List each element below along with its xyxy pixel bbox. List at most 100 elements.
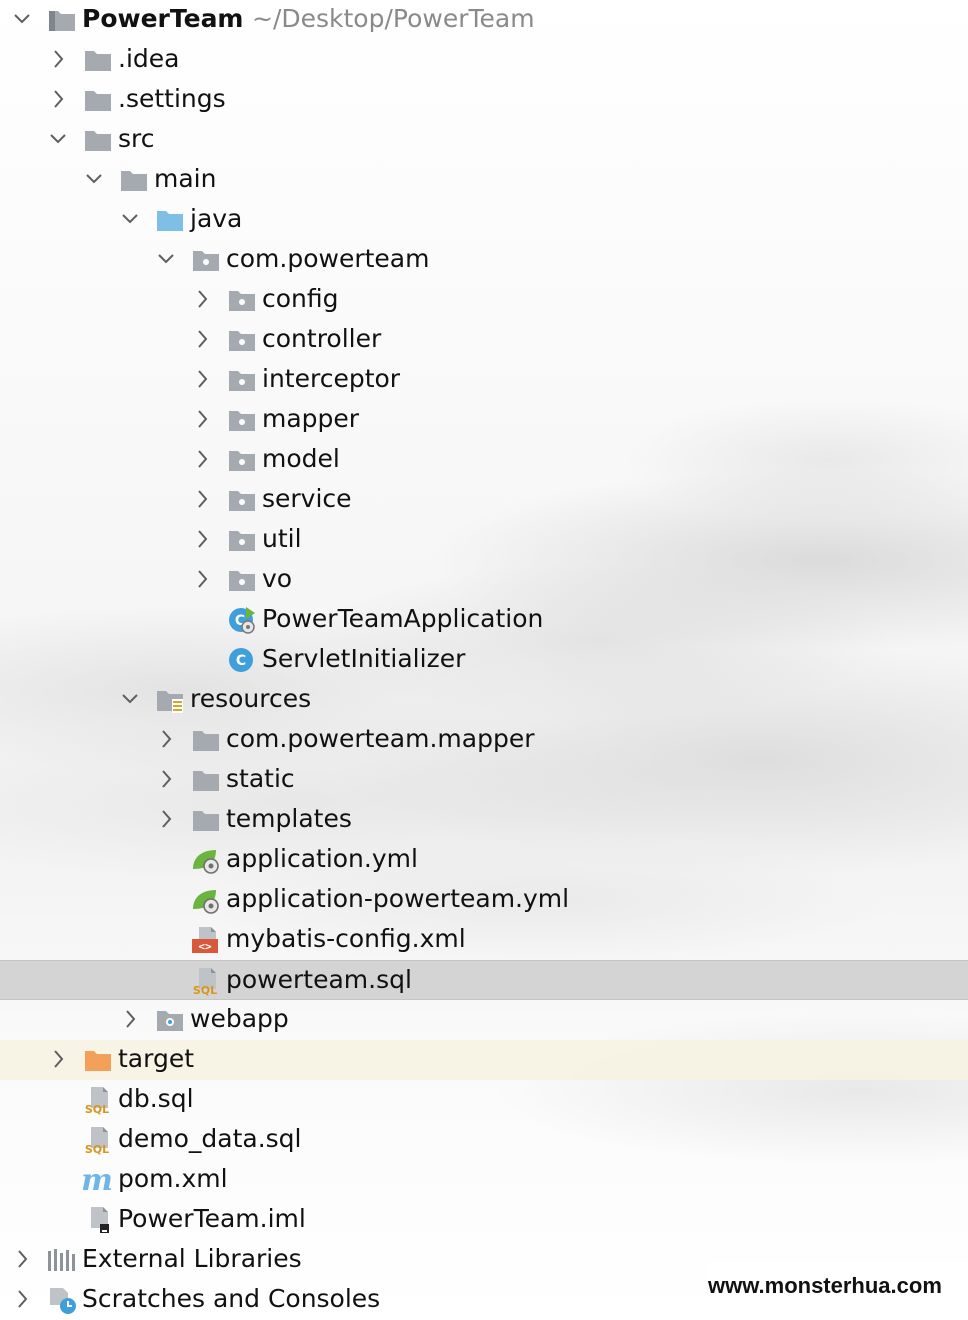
tree-row-idea[interactable]: .idea <box>0 40 968 80</box>
tree-row-scratches-and-consoles[interactable]: Scratches and Consoles <box>0 1280 968 1320</box>
tree-row-controller[interactable]: controller <box>0 320 968 360</box>
tree-row-label: application.yml <box>226 844 418 873</box>
tree-row-config[interactable]: config <box>0 280 968 320</box>
chevron-right-icon[interactable] <box>192 448 212 470</box>
svg-text:C: C <box>236 653 246 669</box>
chevron-down-icon[interactable] <box>156 248 176 270</box>
chevron-right-icon[interactable] <box>192 528 212 550</box>
java-class-icon: C <box>226 645 258 675</box>
watermark: www.monsterhua.com <box>708 1262 968 1310</box>
scratches-icon <box>46 1285 78 1315</box>
chevron-right-icon[interactable] <box>120 1008 140 1030</box>
chevron-right-icon[interactable] <box>192 368 212 390</box>
tree-row-label: pom.xml <box>118 1164 228 1193</box>
watermark-text: www.monsterhua.com <box>708 1273 942 1298</box>
tree-row-label: service <box>262 484 352 513</box>
svg-text:C: C <box>235 613 245 629</box>
tree-row-label: mybatis-config.xml <box>226 924 466 953</box>
tree-row-label: powerteam.sql <box>226 965 412 994</box>
tree-row-application-yml[interactable]: application.yml <box>0 840 968 880</box>
tree-row-main[interactable]: main <box>0 160 968 200</box>
tree-row-target[interactable]: target <box>0 1040 968 1080</box>
sql-file-icon: SQL <box>190 966 222 996</box>
tree-row-label: .idea <box>118 44 180 73</box>
chevron-right-icon[interactable] <box>48 88 68 110</box>
tree-row-label: target <box>118 1044 195 1073</box>
package-icon <box>226 485 258 515</box>
chevron-right-icon[interactable] <box>156 808 176 830</box>
tree-row-vo[interactable]: vo <box>0 560 968 600</box>
chevron-right-icon[interactable] <box>48 1048 68 1070</box>
chevron-right-icon[interactable] <box>192 288 212 310</box>
tree-root-row[interactable]: PowerTeam~/Desktop/PowerTeam <box>0 0 968 40</box>
sql-file-icon: SQL <box>82 1085 114 1115</box>
tree-row-label: Scratches and Consoles <box>82 1284 381 1313</box>
tree-row-label: demo_data.sql <box>118 1124 302 1153</box>
libraries-icon <box>46 1245 78 1275</box>
tree-row-com-powerteam[interactable]: com.powerteam <box>0 240 968 280</box>
tree-row-util[interactable]: util <box>0 520 968 560</box>
chevron-down-icon[interactable] <box>12 8 32 30</box>
spring-boot-class-icon: C <box>226 605 258 635</box>
tree-row-service[interactable]: service <box>0 480 968 520</box>
tree-row-com-powerteam-mapper[interactable]: com.powerteam.mapper <box>0 720 968 760</box>
chevron-right-icon[interactable] <box>192 408 212 430</box>
chevron-right-icon[interactable] <box>156 728 176 750</box>
package-icon <box>226 445 258 475</box>
web-folder-icon <box>154 1005 186 1035</box>
tree-row-powerteam-iml[interactable]: PowerTeam.iml <box>0 1200 968 1240</box>
tree-row-java[interactable]: java <box>0 200 968 240</box>
source-root-folder-icon <box>154 205 186 235</box>
tree-row-label: java <box>190 204 243 233</box>
tree-row-label: src <box>118 124 155 153</box>
tree-row-static[interactable]: static <box>0 760 968 800</box>
chevron-right-icon[interactable] <box>12 1288 32 1310</box>
tree-row-label: interceptor <box>262 364 401 393</box>
chevron-right-icon[interactable] <box>12 1248 32 1270</box>
tree-row-webapp[interactable]: webapp <box>0 1000 968 1040</box>
folder-icon <box>118 165 150 195</box>
package-icon <box>226 565 258 595</box>
tree-row-application-powerteam-yml[interactable]: application-powerteam.yml <box>0 880 968 920</box>
sql-file-icon: SQL <box>82 1125 114 1155</box>
tree-row-model[interactable]: model <box>0 440 968 480</box>
chevron-down-icon[interactable] <box>48 128 68 150</box>
iml-file-icon <box>82 1205 114 1235</box>
tree-row-label: ServletInitializer <box>262 644 466 673</box>
chevron-down-icon[interactable] <box>120 688 140 710</box>
tree-row-db-sql[interactable]: SQL db.sql <box>0 1080 968 1120</box>
chevron-right-icon[interactable] <box>48 48 68 70</box>
package-icon <box>226 525 258 555</box>
svg-text:SQL: SQL <box>85 1103 109 1115</box>
tree-row-label: db.sql <box>118 1084 194 1113</box>
chevron-down-icon[interactable] <box>84 168 104 190</box>
tree-row-interceptor[interactable]: interceptor <box>0 360 968 400</box>
excluded-folder-icon <box>82 1045 114 1075</box>
chevron-down-icon[interactable] <box>120 208 140 230</box>
tree-row-label: config <box>262 284 339 313</box>
chevron-right-icon[interactable] <box>192 568 212 590</box>
tree-row-mybatis-config-xml[interactable]: <>mybatis-config.xml <box>0 920 968 960</box>
spring-config-file-icon <box>190 885 222 915</box>
tree-row-templates[interactable]: templates <box>0 800 968 840</box>
tree-row-resources[interactable]: resources <box>0 680 968 720</box>
maven-icon: m <box>82 1165 114 1195</box>
chevron-right-icon[interactable] <box>192 328 212 350</box>
package-icon <box>226 365 258 395</box>
tree-row-label: util <box>262 524 302 553</box>
tree-row-label: resources <box>190 684 312 713</box>
chevron-right-icon[interactable] <box>156 768 176 790</box>
tree-row-label: main <box>154 164 217 193</box>
tree-row-servletinitializer[interactable]: C ServletInitializer <box>0 640 968 680</box>
tree-row-label: vo <box>262 564 293 593</box>
chevron-right-icon[interactable] <box>192 488 212 510</box>
tree-row-src[interactable]: src <box>0 120 968 160</box>
tree-row-mapper[interactable]: mapper <box>0 400 968 440</box>
tree-row-settings[interactable]: .settings <box>0 80 968 120</box>
tree-row-label: PowerTeam.iml <box>118 1204 306 1233</box>
tree-row-external-libraries[interactable]: External Libraries <box>0 1240 968 1280</box>
